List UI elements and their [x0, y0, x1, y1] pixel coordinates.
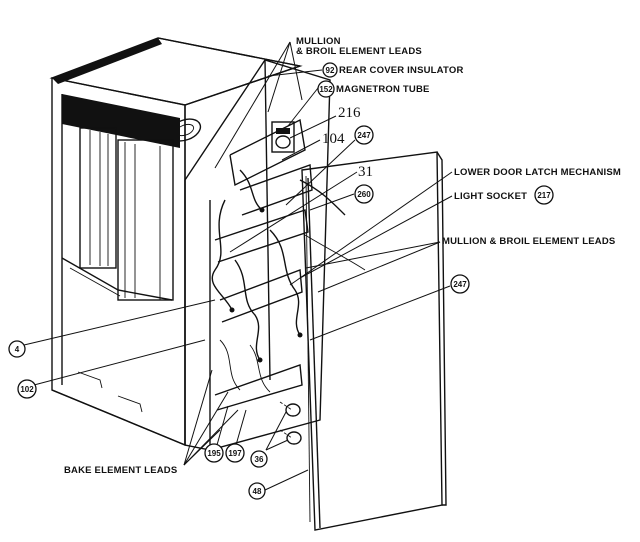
- label-mullion-top-2: & BROIL ELEMENT LEADS: [296, 46, 422, 57]
- door-panel: [301, 151, 447, 531]
- callout-260: 260: [357, 190, 371, 199]
- callout-195: 195: [207, 449, 221, 458]
- callout-197: 197: [228, 449, 242, 458]
- callout-48-circle: [248, 482, 266, 500]
- callout-217-circle: [534, 185, 554, 205]
- label-magnetron-tube: MAGNETRON TUBE: [336, 84, 430, 95]
- callout-36: 36: [255, 455, 264, 464]
- callout-48: 48: [253, 487, 262, 496]
- inner-front-frame: [184, 59, 366, 451]
- leader-lines: [23, 41, 453, 491]
- label-bake-element-leads: BAKE ELEMENT LEADS: [64, 465, 177, 476]
- callout-31: 31: [358, 164, 373, 180]
- callout-152: 152: [319, 85, 333, 94]
- callout-102: 102: [20, 385, 34, 394]
- callout-260-circle: [354, 184, 374, 204]
- callout-247a-circle: [354, 125, 374, 145]
- callout-197-circle: [225, 443, 245, 463]
- callout-216: 216: [338, 105, 361, 121]
- callout-195-circle: [204, 443, 224, 463]
- callout-92-circle: [322, 62, 338, 78]
- oven-cabinet: [49, 37, 303, 447]
- callout-4: 4: [15, 345, 20, 354]
- callout-247-lower: 247: [453, 280, 467, 289]
- callout-152-circle: [317, 80, 335, 98]
- label-mullion-broil-right: MULLION & BROIL ELEMENT LEADS: [442, 236, 615, 247]
- label-light-socket: LIGHT SOCKET: [454, 191, 527, 202]
- label-rear-cover-insulator: REAR COVER INSULATOR: [339, 65, 464, 76]
- callout-247-top: 247: [357, 131, 371, 140]
- callout-247b-circle: [450, 274, 470, 294]
- callout-36-circle: [250, 450, 268, 468]
- callout-92: 92: [326, 66, 335, 75]
- callout-104: 104: [322, 131, 345, 147]
- callout-217: 217: [537, 191, 551, 200]
- callout-102-circle: [17, 379, 37, 399]
- callout-4-circle: [8, 340, 26, 358]
- label-lower-door-latch: LOWER DOOR LATCH MECHANISM: [454, 167, 621, 178]
- label-mullion-top-1: MULLION: [296, 36, 341, 47]
